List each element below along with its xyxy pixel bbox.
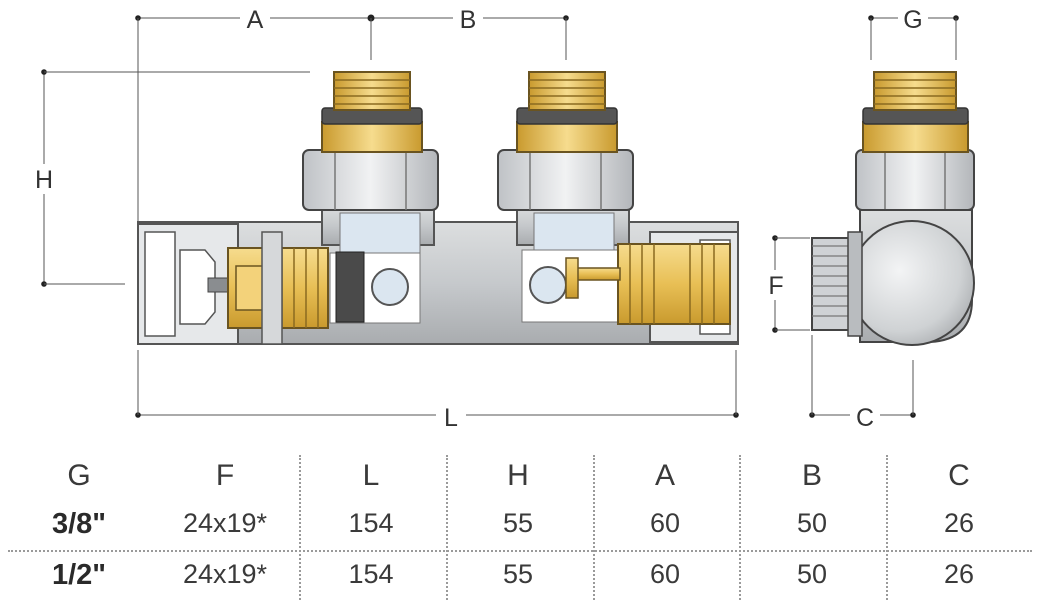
table-cell: 55 (502, 508, 534, 538)
table-header-c: C (948, 459, 970, 492)
table-row-divider (8, 550, 1032, 552)
column-divider (886, 455, 888, 600)
table-cell: 60 (649, 508, 681, 538)
dimension-label-h: H (35, 166, 53, 194)
table-cell: 24x19* (182, 559, 268, 589)
valve-technical-drawing: A B G H F L C (34, 6, 975, 432)
table-cell: 50 (796, 508, 828, 538)
table-cell: 60 (649, 559, 681, 589)
column-l: L 154 154 (298, 455, 444, 600)
right-outlet (497, 71, 634, 211)
valve-front-view (137, 71, 739, 345)
column-g: G 3/8" 1/2" (6, 455, 152, 600)
table-cell: 26 (943, 508, 975, 538)
table-cell: 154 (348, 508, 394, 538)
column-a: A 60 60 (592, 455, 738, 600)
column-c: C 26 26 (886, 455, 1032, 600)
table-header-l: L (362, 459, 380, 492)
left-outlet (302, 71, 439, 211)
dimensions-table: G 3/8" 1/2" F 24x19* 24x19* L 154 154 H … (0, 455, 1040, 600)
column-divider (593, 455, 595, 600)
dimension-label-c: C (856, 404, 874, 432)
table-cell: 1/2" (51, 559, 107, 591)
table-cell: 50 (796, 559, 828, 589)
dimension-label-a: A (247, 6, 264, 34)
column-f: F 24x19* 24x19* (152, 455, 298, 600)
dimension-label-b: B (460, 6, 477, 34)
table-header-b: B (801, 459, 822, 492)
column-b: B 50 50 (739, 455, 885, 600)
table-header-f: F (215, 459, 235, 492)
column-divider (299, 455, 301, 600)
dimension-lines (41, 14, 959, 418)
table-header-a: A (654, 459, 675, 492)
column-divider (446, 455, 448, 600)
table-cell: 26 (943, 559, 975, 589)
table-header-h: H (507, 459, 529, 492)
dimension-label-f: F (768, 272, 783, 300)
table-cell: 154 (348, 559, 394, 589)
column-h: H 55 55 (445, 455, 591, 600)
dimension-label-g: G (903, 6, 922, 34)
dimension-label-l: L (444, 404, 458, 432)
table-header-g: G (67, 459, 91, 492)
table-cell: 3/8" (51, 508, 107, 540)
valve-side-view (811, 71, 975, 346)
column-divider (739, 455, 741, 600)
table-cell: 24x19* (182, 508, 268, 538)
table-cell: 55 (502, 559, 534, 589)
